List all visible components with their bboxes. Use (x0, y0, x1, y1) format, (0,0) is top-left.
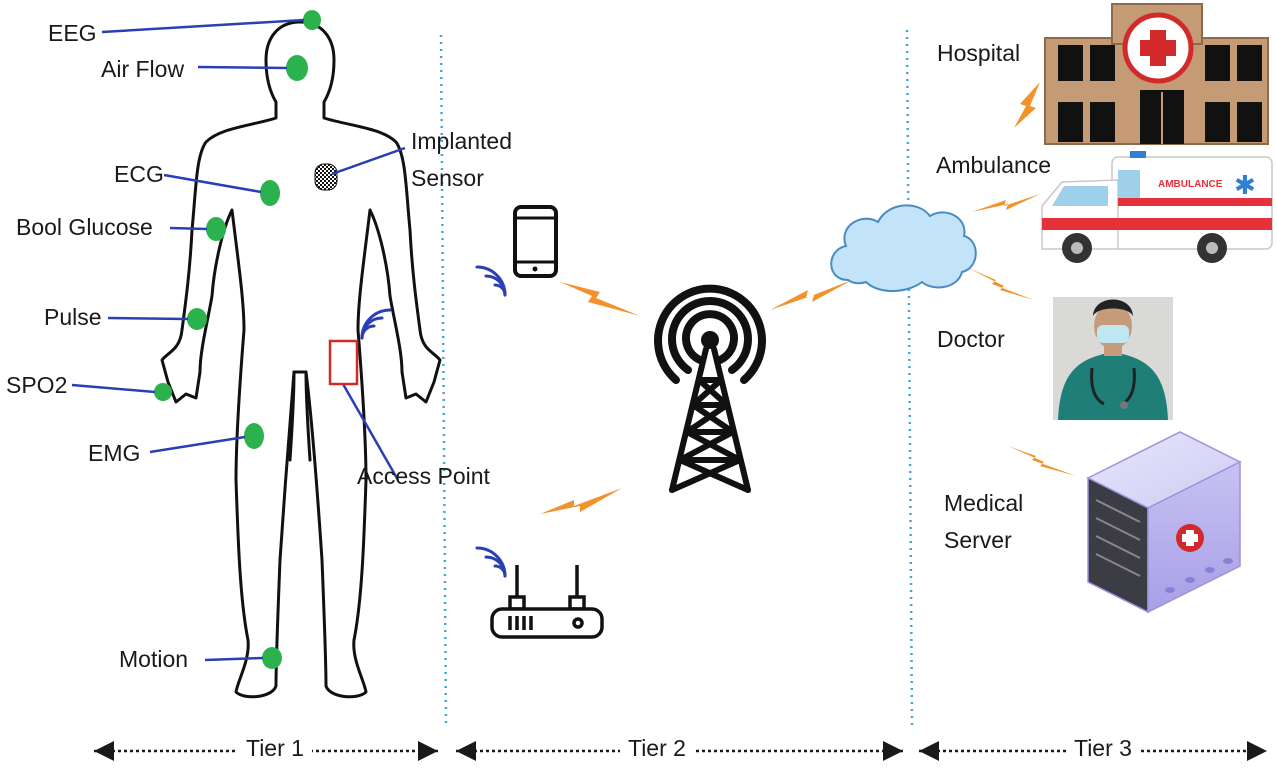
label-implanted-line2: Sensor (411, 165, 484, 191)
sensor-glucose (206, 217, 226, 241)
label-spo2: SPO2 (6, 372, 68, 398)
tier-label-2: Tier 2 (620, 735, 694, 762)
sensor-air-flow (286, 55, 308, 81)
hospital-icon (1044, 3, 1269, 145)
sensor-emg (244, 423, 264, 449)
wifi-icon (360, 308, 392, 340)
star-of-life-icon: ✱ (1234, 171, 1256, 201)
label-access-point: Access Point (357, 463, 490, 489)
wifi-icon (475, 546, 507, 578)
doctor-photo (1053, 297, 1173, 420)
ambulance-icon: AMBULANCE ✱ (1041, 151, 1273, 263)
sensor-leader-lines (71, 18, 406, 662)
human-body-outline (160, 20, 442, 699)
label-motion: Motion (119, 646, 189, 672)
sensor-pulse (187, 308, 207, 330)
ambulance-decal-text: AMBULANCE (1158, 179, 1223, 190)
label-ecg: ECG (114, 161, 164, 187)
label-pulse: Pulse (44, 304, 102, 330)
label-glucose: Bool Glucose (16, 214, 153, 240)
sensor-spo2 (154, 383, 172, 401)
label-air-flow: Air Flow (101, 56, 185, 82)
label-doctor: Doctor (937, 326, 1005, 352)
tier-label-1: Tier 1 (238, 735, 312, 762)
label-hospital: Hospital (937, 40, 1021, 66)
tier-divider-1 (439, 34, 448, 726)
medical-server-icon (1086, 431, 1242, 614)
smartphone-icon (513, 205, 558, 278)
cloud-icon (830, 204, 977, 292)
tier-label-3: Tier 3 (1066, 735, 1140, 762)
label-emg: EMG (88, 440, 141, 466)
router-icon (490, 565, 604, 639)
sensor-motion (262, 647, 282, 669)
sensor-ecg (260, 180, 280, 206)
implanted-sensor-chip (314, 163, 338, 191)
wifi-icon (475, 265, 507, 297)
access-point-box (328, 339, 359, 386)
label-medical-server-line2: Server (944, 527, 1012, 553)
label-ambulance: Ambulance (936, 152, 1052, 178)
body-sensors (154, 10, 321, 669)
label-implanted-line1: Implanted (411, 128, 513, 154)
label-medical-server-line1: Medical (944, 490, 1024, 516)
cell-tower-icon (654, 284, 766, 493)
label-eeg: EEG (48, 20, 97, 46)
tier-divider-2 (905, 29, 914, 726)
lightning-bolt-icon (540, 82, 1076, 514)
sensor-eeg (303, 10, 321, 30)
